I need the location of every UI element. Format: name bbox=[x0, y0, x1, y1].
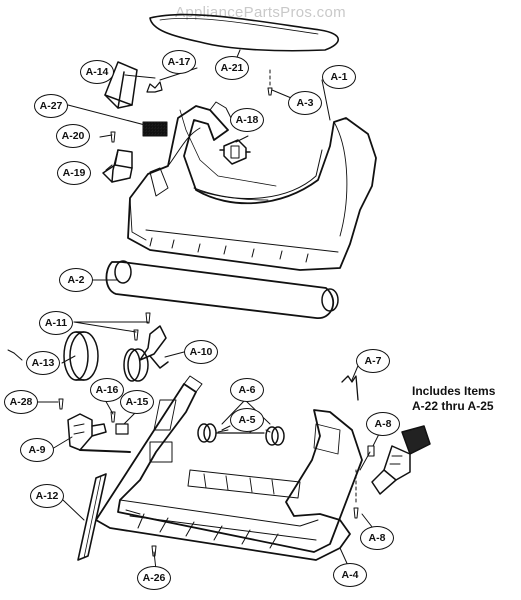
callout-a13[interactable]: A-13 bbox=[26, 351, 60, 375]
callout-a15[interactable]: A-15 bbox=[120, 390, 154, 414]
note-line-1: Includes Items bbox=[412, 384, 496, 398]
callout-a1[interactable]: A-1 bbox=[322, 65, 356, 89]
clip-part-a8 bbox=[367, 445, 375, 457]
callout-a4[interactable]: A-4 bbox=[333, 563, 367, 587]
note-line-2: A-22 thru A-25 bbox=[412, 399, 494, 413]
screw-part-a3 bbox=[267, 87, 273, 96]
wheel-part-large bbox=[63, 331, 99, 381]
pedal-assembly-part bbox=[67, 413, 131, 453]
wheel-assembly-part bbox=[123, 325, 169, 382]
foam-pad-part bbox=[142, 121, 168, 137]
screw-part-a11b bbox=[133, 329, 139, 341]
screw-part-a28 bbox=[58, 398, 64, 410]
callout-a9[interactable]: A-9 bbox=[20, 438, 54, 462]
screw-part-a8-lower bbox=[353, 507, 359, 519]
pin-part-a20 bbox=[110, 131, 116, 143]
upper-housing-part bbox=[127, 101, 377, 271]
callout-a3[interactable]: A-3 bbox=[288, 91, 322, 115]
pin-part-a16 bbox=[110, 411, 116, 423]
callout-a8-upper[interactable]: A-8 bbox=[366, 412, 400, 436]
callout-a11[interactable]: A-11 bbox=[39, 311, 73, 335]
callout-a19[interactable]: A-19 bbox=[57, 161, 91, 185]
callout-a5[interactable]: A-5 bbox=[230, 408, 264, 432]
latch-part bbox=[102, 149, 133, 183]
callout-a16[interactable]: A-16 bbox=[90, 378, 124, 402]
roller-part bbox=[197, 423, 285, 446]
base-plate-part bbox=[95, 375, 363, 561]
callout-a14[interactable]: A-14 bbox=[80, 60, 114, 84]
callout-a28[interactable]: A-28 bbox=[4, 390, 38, 414]
callout-a27[interactable]: A-27 bbox=[34, 94, 68, 118]
switch-part bbox=[219, 139, 251, 165]
includes-items-note: Includes Items A-22 thru A-25 bbox=[412, 384, 521, 414]
cover-strip-part bbox=[77, 473, 107, 561]
spring-part bbox=[341, 375, 359, 401]
pad-part-a15 bbox=[115, 423, 129, 435]
callout-a7[interactable]: A-7 bbox=[356, 349, 390, 373]
clip-part bbox=[146, 81, 163, 93]
screw-part-a26 bbox=[151, 545, 157, 557]
callout-a12[interactable]: A-12 bbox=[30, 484, 64, 508]
callout-a17[interactable]: A-17 bbox=[162, 50, 196, 74]
callout-a8-lower[interactable]: A-8 bbox=[360, 526, 394, 550]
callout-a20[interactable]: A-20 bbox=[56, 124, 90, 148]
callout-a21[interactable]: A-21 bbox=[215, 56, 249, 80]
callout-a26[interactable]: A-26 bbox=[137, 566, 171, 590]
cover-plate-part bbox=[149, 13, 340, 52]
callout-a6[interactable]: A-6 bbox=[230, 378, 264, 402]
release-pedal-assembly-part bbox=[371, 425, 431, 495]
screw-part-a11a bbox=[145, 312, 151, 324]
callout-a2[interactable]: A-2 bbox=[59, 268, 93, 292]
callout-a18[interactable]: A-18 bbox=[230, 108, 264, 132]
callout-a10[interactable]: A-10 bbox=[184, 340, 218, 364]
bumper-bar-part bbox=[105, 260, 339, 319]
